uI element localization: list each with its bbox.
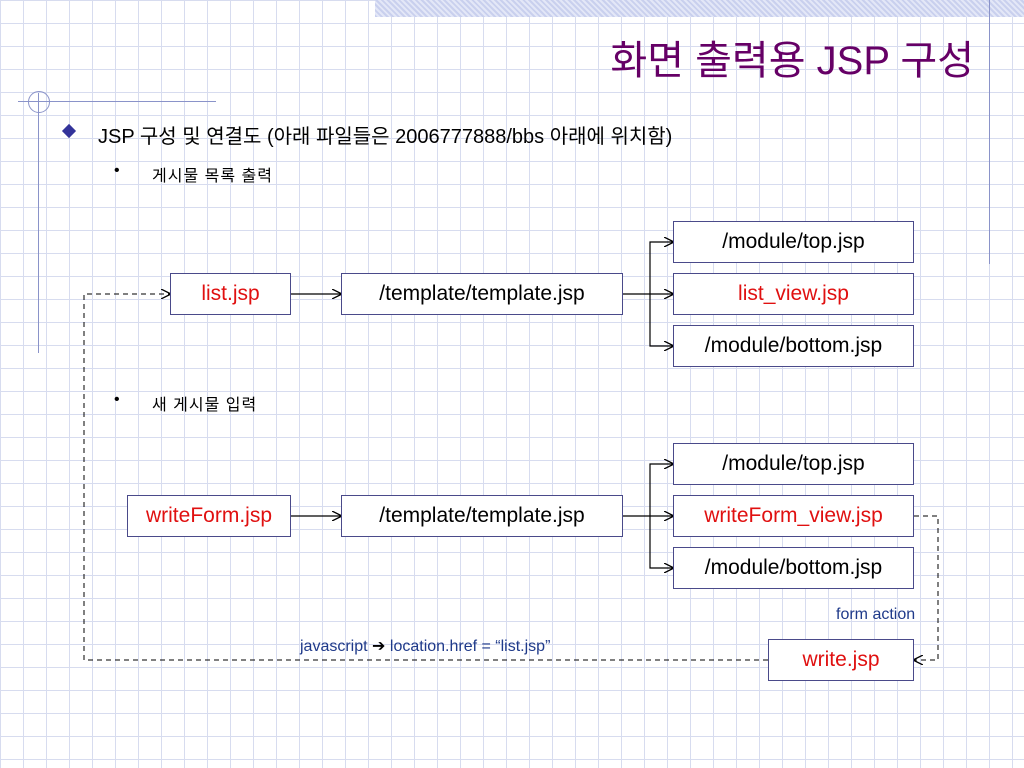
section-label-list: 게시물 목록 출력	[152, 168, 273, 185]
edge-form-action	[914, 515, 939, 660]
edge-redirect-list	[83, 294, 768, 661]
edge-label-location: location.href = “list.jsp”	[389, 638, 551, 655]
page-title: 화면 출력용 JSP 구성	[610, 39, 974, 83]
node-writeform-view-jsp: writeForm_view.jsp	[673, 495, 914, 537]
header-band	[375, 0, 1024, 17]
node-writeform-jsp: writeForm.jsp	[127, 495, 291, 537]
node-bottom-jsp: /module/bottom.jsp	[673, 325, 914, 367]
edge-template2-bottom	[649, 516, 673, 568]
right-rule	[989, 0, 990, 264]
node-list-view-jsp: list_view.jsp	[673, 273, 914, 315]
bullet-icon: •	[114, 391, 120, 408]
node-top-jsp-2: /module/top.jsp	[673, 443, 914, 485]
node-template-jsp-2: /template/template.jsp	[341, 495, 623, 537]
edge-label-redirect: javascript ➔ location.href = “list.jsp”	[300, 636, 550, 656]
rule-circle	[28, 91, 50, 113]
edge-template2-top	[649, 464, 673, 516]
edge-template-top	[649, 242, 673, 294]
section-heading: JSP 구성 및 연결도 (아래 파일들은 2006777888/bbs 아래에…	[98, 126, 673, 148]
edge-template-bottom	[649, 294, 673, 346]
node-list-jsp: list.jsp	[170, 273, 291, 315]
section-label-write: 새 게시물 입력	[152, 397, 258, 414]
node-write-jsp: write.jsp	[768, 639, 914, 681]
right-arrow-icon: ➔	[372, 638, 386, 655]
top-rule	[18, 101, 216, 102]
bullet-icon: •	[114, 162, 120, 179]
edge-label-javascript: javascript	[300, 638, 368, 655]
left-rule	[38, 93, 39, 353]
edge-label-form-action: form action	[836, 606, 916, 623]
node-template-jsp: /template/template.jsp	[341, 273, 623, 315]
node-bottom-jsp-2: /module/bottom.jsp	[673, 547, 914, 589]
node-top-jsp: /module/top.jsp	[673, 221, 914, 263]
